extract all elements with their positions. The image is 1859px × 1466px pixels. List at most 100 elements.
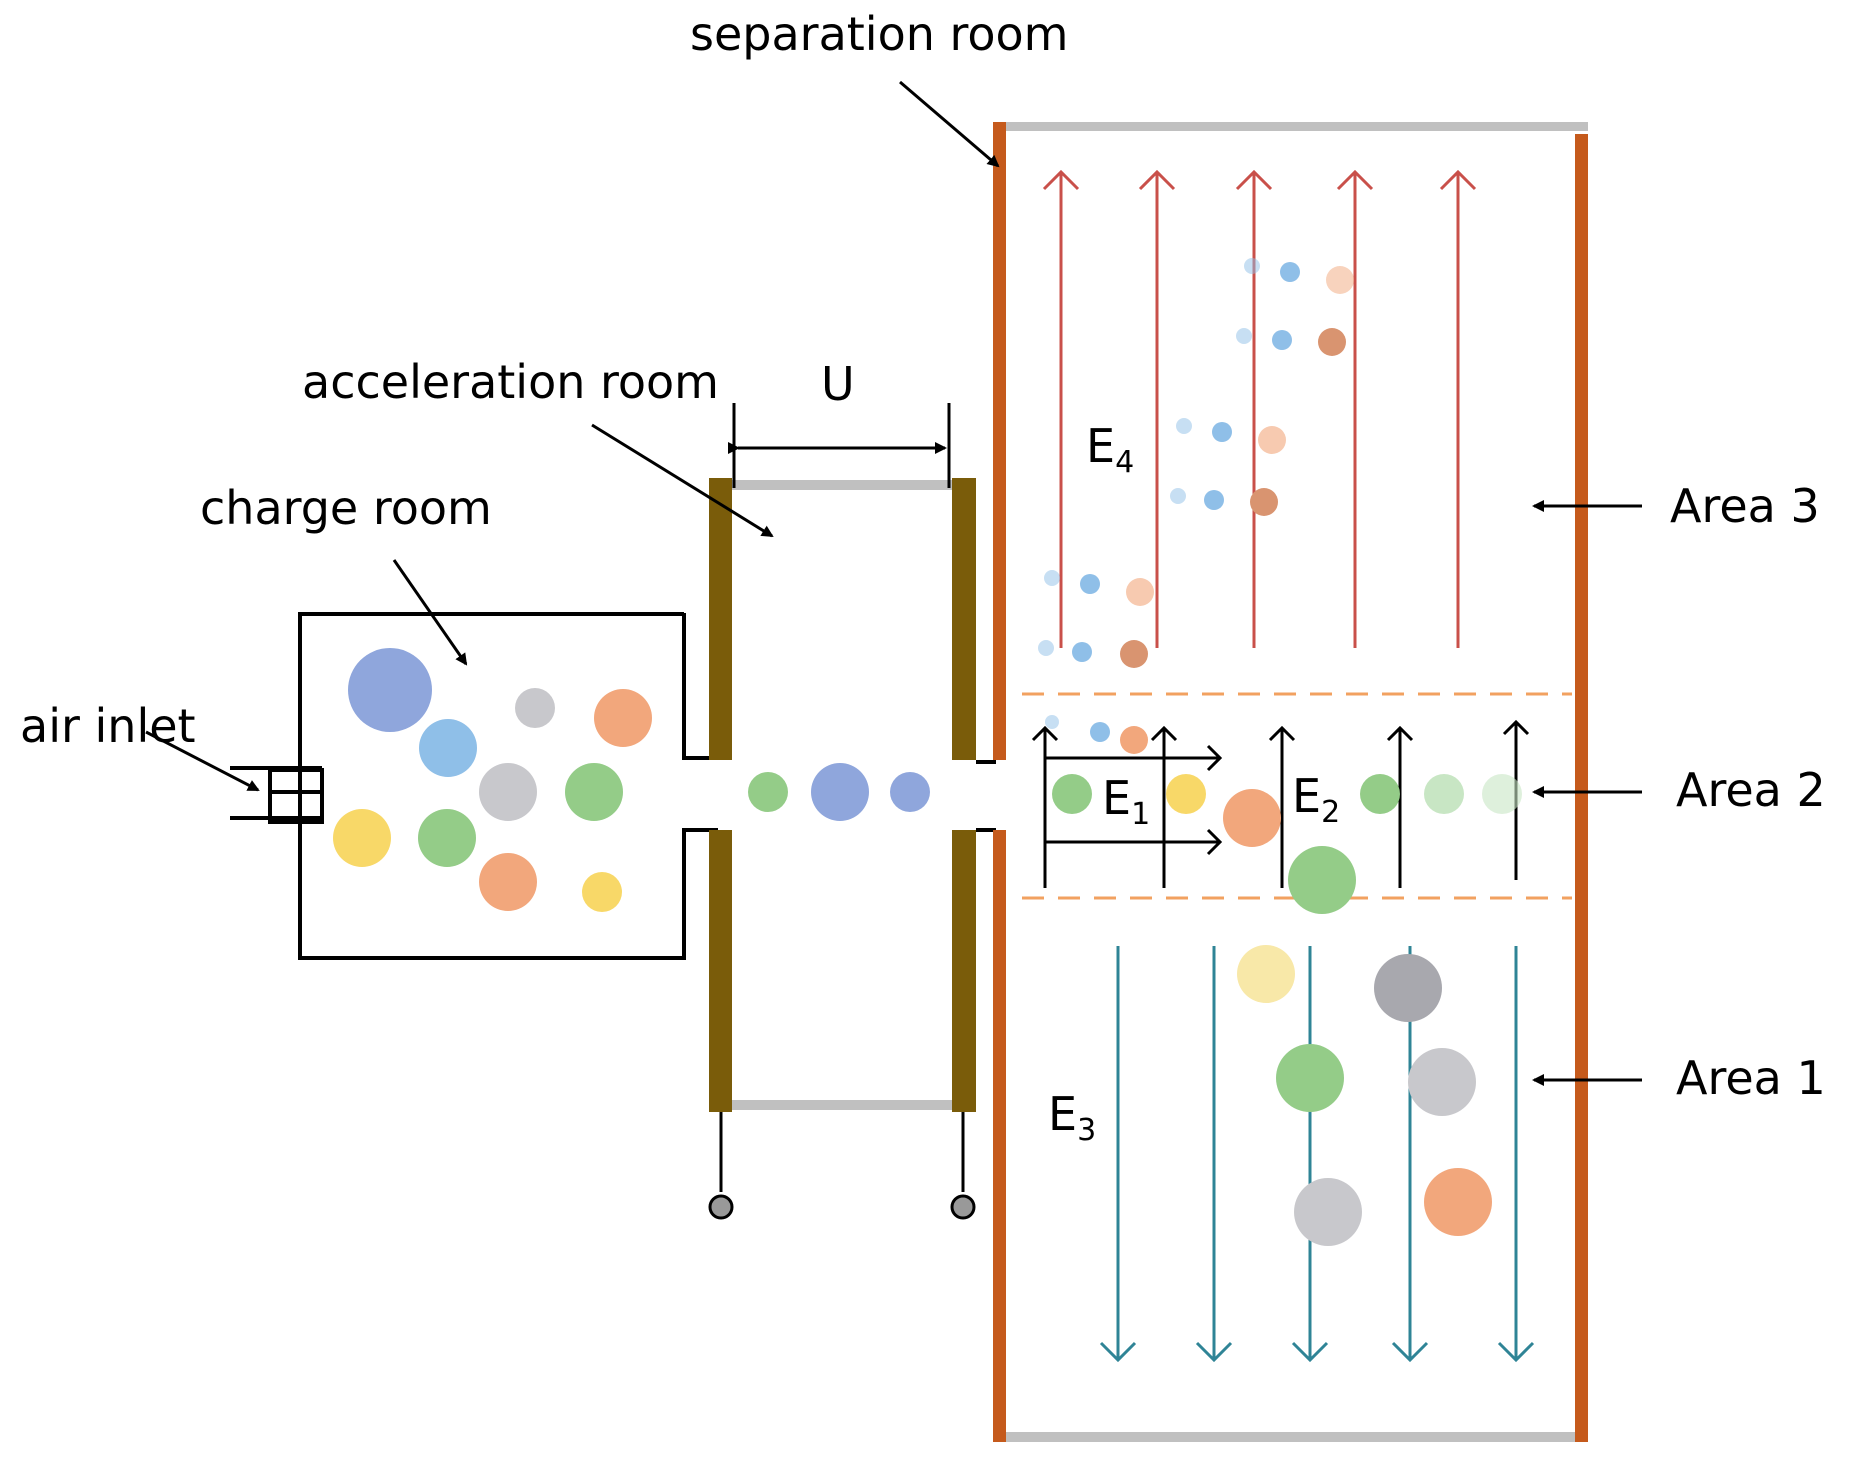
particle-35	[1052, 774, 1092, 814]
e2-base: E	[1292, 769, 1321, 823]
separation-right-wall	[1575, 134, 1588, 1442]
separation-left-wall-lower	[993, 830, 1006, 1442]
particle-20	[1176, 418, 1192, 434]
e2-field-arrows	[1031, 719, 1530, 888]
e3-label: E3	[1048, 1087, 1096, 1148]
particle-39	[1424, 774, 1464, 814]
particle-47	[1424, 1168, 1492, 1236]
particle-30	[1072, 642, 1092, 662]
e4-base: E	[1086, 419, 1115, 473]
particle-28	[1126, 578, 1154, 606]
particle-26	[1044, 570, 1060, 586]
area2-label: Area 2	[1676, 763, 1826, 817]
area3-label: Area 3	[1670, 479, 1820, 533]
particle-3	[515, 688, 555, 728]
acceleration-top-cap	[732, 480, 952, 490]
particle-1	[348, 648, 432, 732]
e4-field-arrows	[1042, 169, 1477, 648]
e2-sub: 2	[1321, 795, 1340, 830]
particle-38	[1360, 774, 1400, 814]
particle-17	[1236, 328, 1252, 344]
particle-27	[1080, 574, 1100, 594]
particle-18	[1272, 330, 1292, 350]
particle-5	[479, 763, 537, 821]
e3-field-arrows	[1099, 946, 1535, 1363]
e3-arrow-head-4	[1391, 1341, 1429, 1363]
e4-arrow-head-2	[1138, 169, 1176, 191]
e3-arrow-head-3	[1291, 1341, 1329, 1363]
e3-arrow-head-2	[1195, 1341, 1233, 1363]
e4-arrow-head-4	[1336, 169, 1374, 191]
air-inlet-pipe	[230, 766, 324, 824]
air-inlet-label: air inlet	[20, 699, 196, 753]
particle-6	[565, 763, 623, 821]
particle-41	[1288, 846, 1356, 914]
voltage-dimension	[728, 403, 951, 488]
separation-left-wall-upper	[993, 122, 1006, 760]
separation-room	[993, 122, 1588, 1442]
right-terminal	[950, 1194, 976, 1220]
particle-14	[1244, 258, 1260, 274]
acceleration-room-label: acceleration room	[302, 355, 719, 409]
particle-2	[419, 719, 477, 777]
separation-room-label: separation room	[690, 7, 1069, 61]
particle-10	[582, 872, 622, 912]
particle-32	[1045, 715, 1059, 729]
e3-base: E	[1048, 1087, 1077, 1141]
particle-31	[1120, 640, 1148, 668]
left-plate-upper	[709, 478, 732, 760]
e4-arrow-head-1	[1042, 169, 1080, 191]
particle-11	[748, 772, 788, 812]
particle-4	[594, 689, 652, 747]
particle-29	[1038, 640, 1054, 656]
acceleration-room	[708, 478, 996, 1220]
particle-42	[1237, 945, 1295, 1003]
particle-24	[1204, 490, 1224, 510]
left-plate-lower	[709, 830, 732, 1112]
particle-45	[1408, 1048, 1476, 1116]
pointer-arrows	[145, 80, 1642, 1086]
particle-43	[1374, 954, 1442, 1022]
particles	[333, 258, 1522, 1246]
e3-arrow-head-1	[1099, 1341, 1137, 1363]
particle-33	[1090, 722, 1110, 742]
particle-12	[811, 763, 869, 821]
e4-label: E4	[1086, 419, 1134, 480]
particle-15	[1280, 262, 1300, 282]
particle-7	[333, 809, 391, 867]
particle-9	[479, 853, 537, 911]
particle-16	[1326, 266, 1354, 294]
e1-sub: 1	[1131, 797, 1150, 832]
e4-sub: 4	[1115, 445, 1134, 480]
charge-room-box	[298, 612, 718, 960]
particle-25	[1250, 488, 1278, 516]
particle-8	[418, 809, 476, 867]
e3-arrow-head-5	[1497, 1341, 1535, 1363]
acceleration-bottom-cap	[732, 1100, 952, 1110]
particle-36	[1166, 774, 1206, 814]
area1-label: Area 1	[1676, 1051, 1826, 1105]
particle-34	[1120, 726, 1148, 754]
voltage-label: U	[821, 357, 855, 411]
e3-sub: 3	[1077, 1113, 1096, 1148]
particle-46	[1294, 1178, 1362, 1246]
e1-label: E1	[1102, 771, 1150, 832]
e4-arrow-head-5	[1439, 169, 1477, 191]
particle-40	[1482, 774, 1522, 814]
e1-field-arrows	[1045, 744, 1223, 856]
particle-37	[1223, 789, 1281, 847]
particle-22	[1258, 426, 1286, 454]
right-plate-lower	[952, 830, 976, 1112]
particle-13	[890, 772, 930, 812]
right-plate-upper	[952, 478, 976, 760]
separation-bottom-cap	[1006, 1432, 1588, 1442]
e2-label: E2	[1292, 769, 1340, 830]
separation-top-cap	[1006, 122, 1588, 131]
e1-base: E	[1102, 771, 1131, 825]
particle-19	[1318, 328, 1346, 356]
particle-23	[1170, 488, 1186, 504]
left-terminal	[708, 1194, 734, 1220]
particle-21	[1212, 422, 1232, 442]
particle-44	[1276, 1044, 1344, 1112]
